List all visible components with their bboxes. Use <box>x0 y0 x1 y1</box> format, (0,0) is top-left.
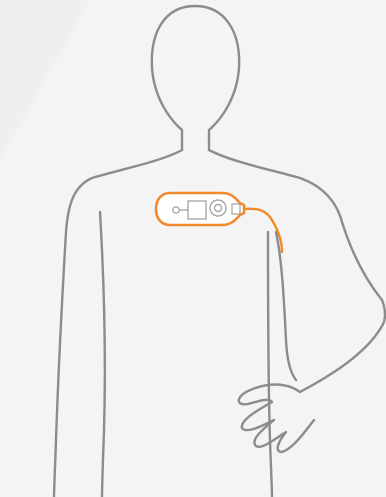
device-connector <box>232 204 240 214</box>
device-panel <box>188 201 206 219</box>
